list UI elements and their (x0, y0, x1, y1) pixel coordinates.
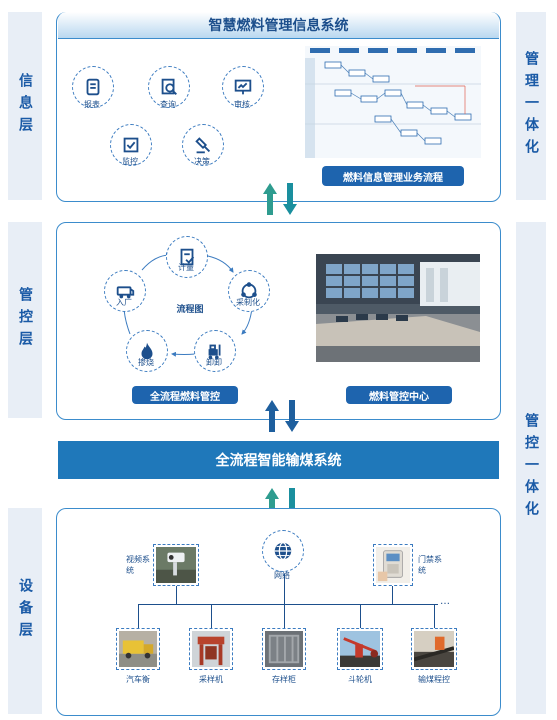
network-globe-icon[interactable] (262, 530, 304, 572)
business-flow-diagram (305, 46, 481, 158)
intelligent-coal-system-band: 全流程智能输煤系统 (58, 441, 499, 479)
sample-cabinet-photo[interactable] (262, 628, 306, 670)
up-down-arrows-middle (265, 400, 299, 432)
audit-icon[interactable] (222, 66, 264, 108)
info-panel-title: 智慧燃料管理信息系统 (58, 12, 499, 39)
mgmt-integration: 管理一体化 (516, 12, 546, 200)
layer-info-label: 信息层 (17, 73, 33, 139)
sampler-photo[interactable] (189, 628, 233, 670)
metering-label: 计量 (178, 263, 194, 272)
report-icon[interactable] (72, 66, 114, 108)
unloading-label: 卸卸 (206, 358, 222, 367)
more-ellipsis: … (440, 596, 450, 607)
up-down-arrows-top (263, 183, 297, 215)
sampler-label: 采样机 (199, 675, 223, 684)
monitor-label: 监控 (122, 157, 138, 166)
unloading-icon[interactable] (194, 330, 236, 372)
network-label: 网络 (274, 571, 290, 580)
truck-scale-label: 汽车衡 (126, 675, 150, 684)
drop-3 (284, 604, 285, 628)
video-system-photo[interactable] (153, 544, 199, 586)
video-system-label: 视频系统 (126, 555, 150, 575)
control-integration-label: 管控一体化 (523, 413, 539, 523)
query-icon[interactable] (148, 66, 190, 108)
video-stem-line (176, 586, 177, 604)
decision-label: 决策 (194, 157, 210, 166)
sample-cabinet-label: 存样柜 (272, 675, 296, 684)
bucket-wheel-photo[interactable] (337, 628, 383, 670)
report-label: 报表 (84, 100, 100, 109)
burning-icon[interactable] (126, 330, 168, 372)
sampling-label: 采制化 (236, 298, 260, 307)
device-bus-line (138, 604, 438, 605)
layer-control-label: 管控层 (17, 287, 33, 353)
network-stem-line (284, 574, 285, 604)
access-stem-line (392, 586, 393, 604)
drop-1 (138, 604, 139, 628)
entry-icon[interactable] (104, 270, 146, 312)
bucket-wheel-label: 斗轮机 (348, 675, 372, 684)
layer-info: 信息层 (8, 12, 42, 200)
control-center-photo (316, 254, 480, 362)
entry-label: 入厂 (116, 298, 132, 307)
drop-4 (360, 604, 361, 628)
burning-label: 掺烧 (138, 358, 154, 367)
sampling-icon[interactable] (228, 270, 270, 312)
access-control-photo[interactable] (373, 544, 413, 586)
coal-conveyor-control-photo[interactable] (411, 628, 457, 670)
control-integration: 管控一体化 (516, 222, 546, 714)
full-process-control-button[interactable]: 全流程燃料管控 (132, 386, 238, 404)
drop-5 (434, 604, 435, 628)
metering-icon[interactable] (166, 236, 208, 278)
control-center-button[interactable]: 燃料管控中心 (346, 386, 452, 404)
audit-label: 审核 (234, 100, 250, 109)
layer-device: 设备层 (8, 508, 42, 714)
truck-scale-photo[interactable] (116, 628, 160, 670)
coal-conveyor-control-label: 输煤程控 (418, 675, 450, 684)
decision-icon[interactable] (182, 124, 224, 166)
access-control-label: 门禁系统 (418, 555, 442, 575)
query-label: 查询 (160, 100, 176, 109)
drop-2 (211, 604, 212, 628)
layer-control: 管控层 (8, 222, 42, 418)
mgmt-integration-label: 管理一体化 (523, 51, 539, 161)
business-flow-button[interactable]: 燃料信息管理业务流程 (322, 166, 464, 186)
layer-device-label: 设备层 (17, 578, 33, 644)
flowchart-center-label: 流程图 (176, 305, 204, 315)
monitor-icon[interactable] (110, 124, 152, 166)
